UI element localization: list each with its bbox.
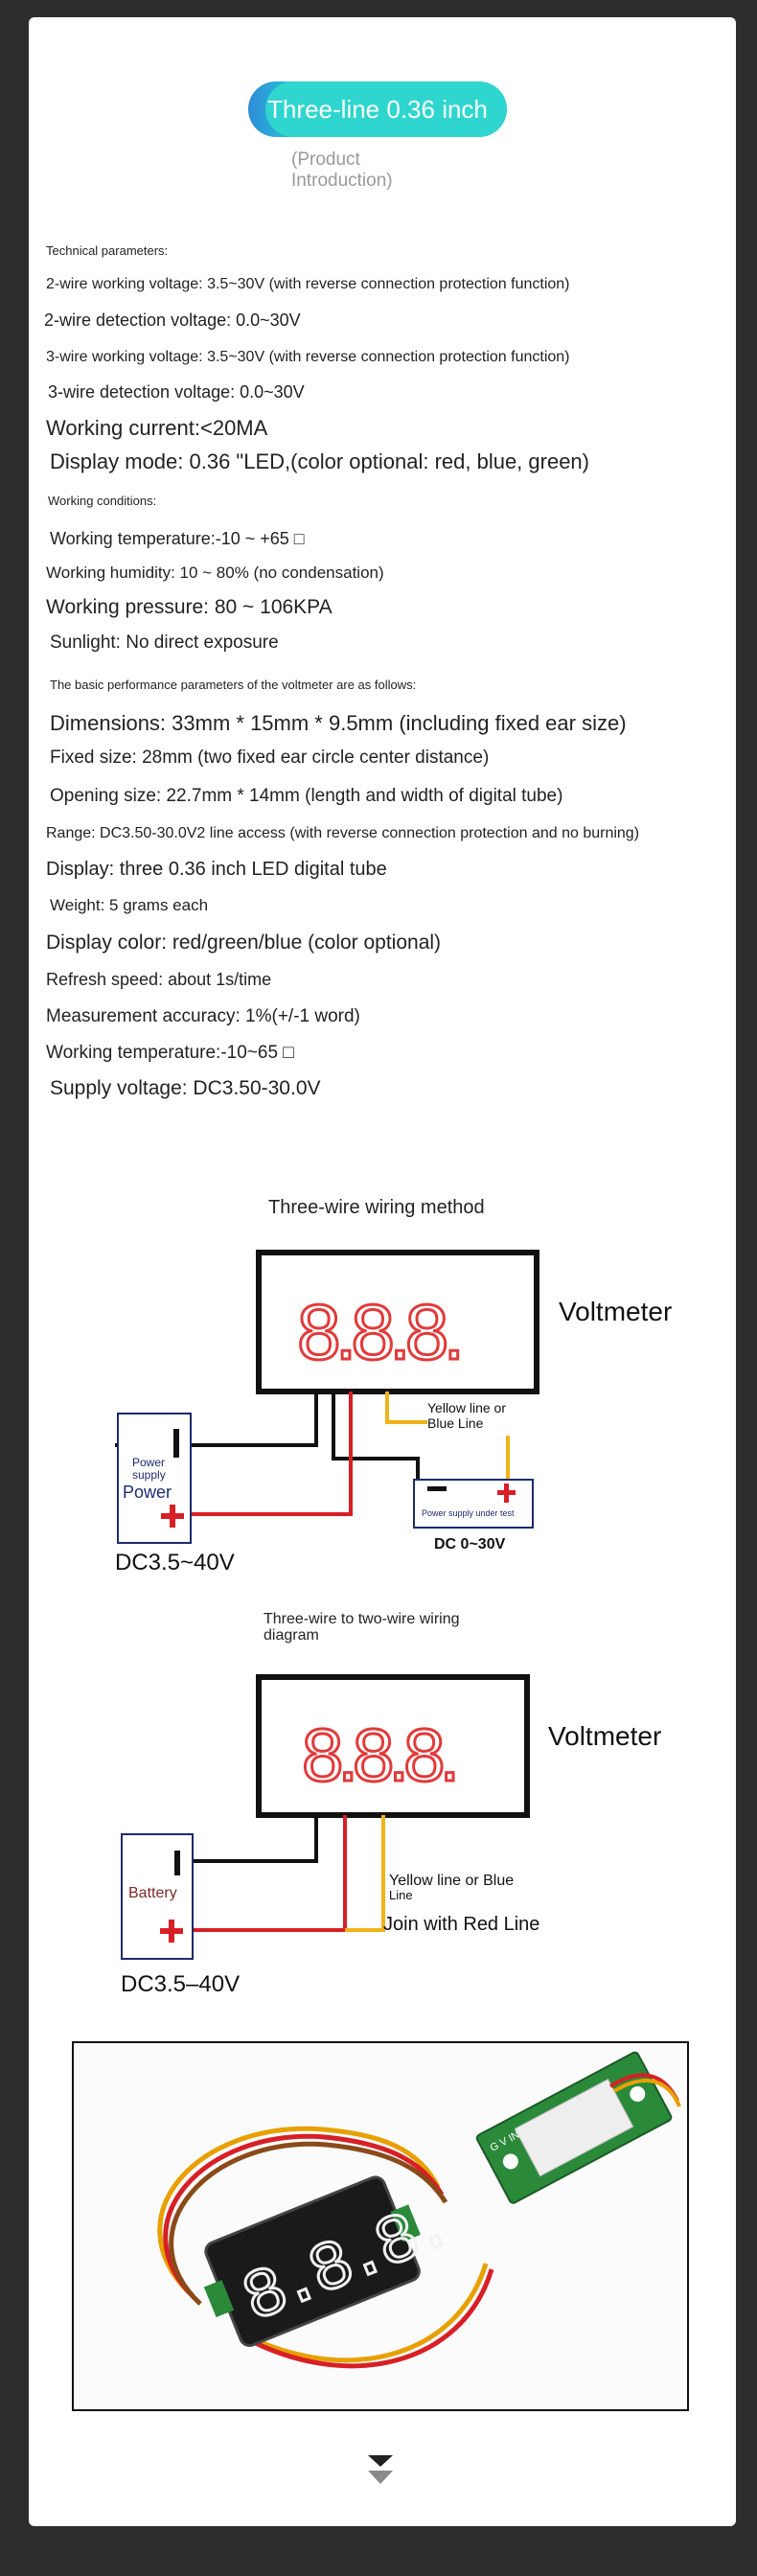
scroll-down-icon [368, 2455, 393, 2484]
diagram-title: diagram [264, 1627, 319, 1644]
plus-terminal-icon [161, 1505, 184, 1528]
spec-line: 2-wire detection voltage: 0.0~30V [44, 310, 301, 330]
voltmeter-box [256, 1674, 530, 1818]
power-small-label: supply [132, 1468, 166, 1482]
product-photo: G V IN 8.8.8. [72, 2041, 689, 2411]
yellow-line-label: Yellow line or Blue [389, 1873, 514, 1889]
spec-cond-heading: Working conditions: [48, 494, 157, 508]
minus-terminal-icon [173, 1429, 179, 1458]
voltmeter-box [256, 1250, 539, 1394]
blue-line-label: Blue Line [427, 1415, 484, 1431]
spec-line: Opening size: 22.7mm * 14mm (length and … [50, 786, 563, 806]
power-voltage-label: DC3.5~40V [115, 1550, 235, 1576]
spec-line: 2-wire working voltage: 3.5~30V (with re… [46, 276, 570, 292]
yellow-line-label: Line [389, 1888, 413, 1902]
black-wire [182, 1815, 318, 1863]
battery-voltage-label: DC3.5–40V [121, 1971, 240, 1997]
yellow-line-label: Yellow line or [427, 1400, 506, 1415]
two-wire-diagram: Three-wire to two-wire wiring diagram 8.… [121, 1611, 661, 1997]
spec-line: Supply voltage: DC3.50-30.0V [50, 1077, 321, 1099]
spec-line: Working humidity: 10 ~ 80% (no condensat… [46, 564, 384, 582]
minus-terminal-icon [174, 1851, 180, 1875]
led-display: 8.8.8. [302, 1713, 454, 1797]
led-display: 8.8.8. [297, 1289, 459, 1376]
spec-line: Measurement accuracy: 1%(+/-1 word) [46, 1006, 360, 1026]
spec-line: Working current:<20MA [46, 416, 268, 440]
green-pcb: G V IN [475, 2051, 673, 2204]
battery-box [121, 1833, 194, 1960]
page-subtitle: (Product Introduction) [291, 150, 393, 191]
yellow-wire [385, 1392, 427, 1424]
red-wire [182, 1815, 347, 1932]
red-wire [163, 1392, 353, 1516]
spec-line: 3-wire detection voltage: 0.0~30V [48, 382, 305, 402]
test-supply-label: Power supply under test [422, 1508, 515, 1518]
diagram-title: Three-wire to two-wire wiring [264, 1611, 460, 1627]
join-red-line-label: Join with Red Line [383, 1914, 539, 1935]
spec-line: Weight: 5 grams each [50, 896, 209, 914]
spec-line: Dimensions: 33mm * 15mm * 9.5mm (includi… [50, 711, 627, 735]
plus-terminal-icon [160, 1920, 183, 1943]
yellow-wire [345, 1815, 385, 1932]
voltmeter-label: Voltmeter [548, 1721, 661, 1751]
spec-line: Display: three 0.36 inch LED digital tub… [46, 859, 387, 880]
power-small-label: Power [132, 1456, 165, 1469]
black-wire [332, 1392, 420, 1481]
spec-line: Sunlight: No direct exposure [50, 632, 279, 653]
voltmeter-illustration: G V IN 8.8.8. [157, 2051, 681, 2369]
spec-line: Display color: red/green/blue (color opt… [46, 932, 442, 954]
voltmeter-label: Voltmeter [559, 1297, 672, 1326]
battery-label: Battery [128, 1885, 177, 1901]
spec-perf-heading: The basic performance parameters of the … [50, 678, 417, 692]
spec-line: Refresh speed: about 1s/time [46, 970, 272, 989]
product-page: Three-line 0.36 inch (Product Introducti… [29, 17, 736, 2526]
three-wire-diagram: Three-wire wiring method 8.8.8. Voltmete… [115, 1197, 672, 1576]
diagram-title: Three-wire wiring method [268, 1197, 485, 1218]
spec-line: 3-wire working voltage: 3.5~30V (with re… [46, 349, 570, 365]
spec-line: Range: DC3.50-30.0V2 line access (with r… [46, 825, 640, 841]
power-label: Power [123, 1483, 172, 1502]
spec-line: Working temperature:-10 ~ +65 □ [50, 529, 305, 548]
spec-line: Fixed size: 28mm (two fixed ear circle c… [50, 748, 490, 768]
title-pill: Three-line 0.36 inch [248, 81, 507, 137]
minus-terminal-icon [427, 1486, 447, 1491]
spec-line: Working temperature:-10~65 □ [46, 1043, 294, 1063]
spec-line: Working pressure: 80 ~ 106KPA [46, 596, 333, 618]
test-voltage-label: DC 0~30V [434, 1536, 506, 1552]
meter-front: 8.8.8. [203, 2175, 462, 2347]
spec-tech-heading: Technical parameters: [46, 243, 169, 258]
spec-line: Display mode: 0.36 "LED,(color optional:… [50, 449, 589, 473]
page-title: Three-line 0.36 inch [267, 95, 488, 124]
plus-terminal-icon [497, 1484, 516, 1503]
